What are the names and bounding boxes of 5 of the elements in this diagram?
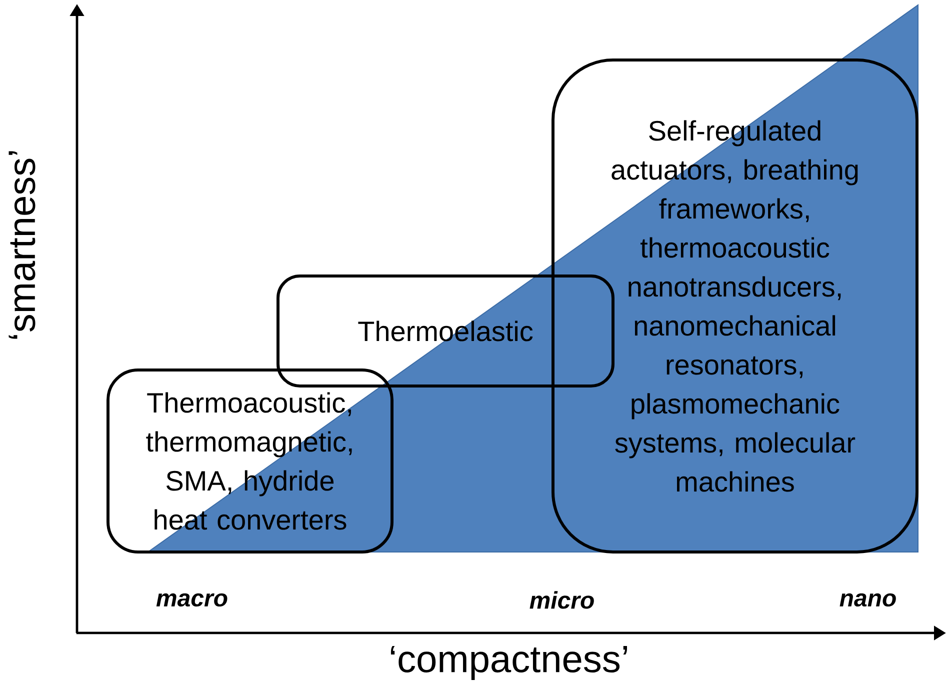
- scale-label: nano: [840, 593, 896, 607]
- axis-label: ‘compactness’: [390, 646, 627, 680]
- axis-label: ‘smartness’: [8, 151, 36, 339]
- scale-label: macro: [156, 593, 228, 607]
- scale-label: micro: [530, 591, 594, 609]
